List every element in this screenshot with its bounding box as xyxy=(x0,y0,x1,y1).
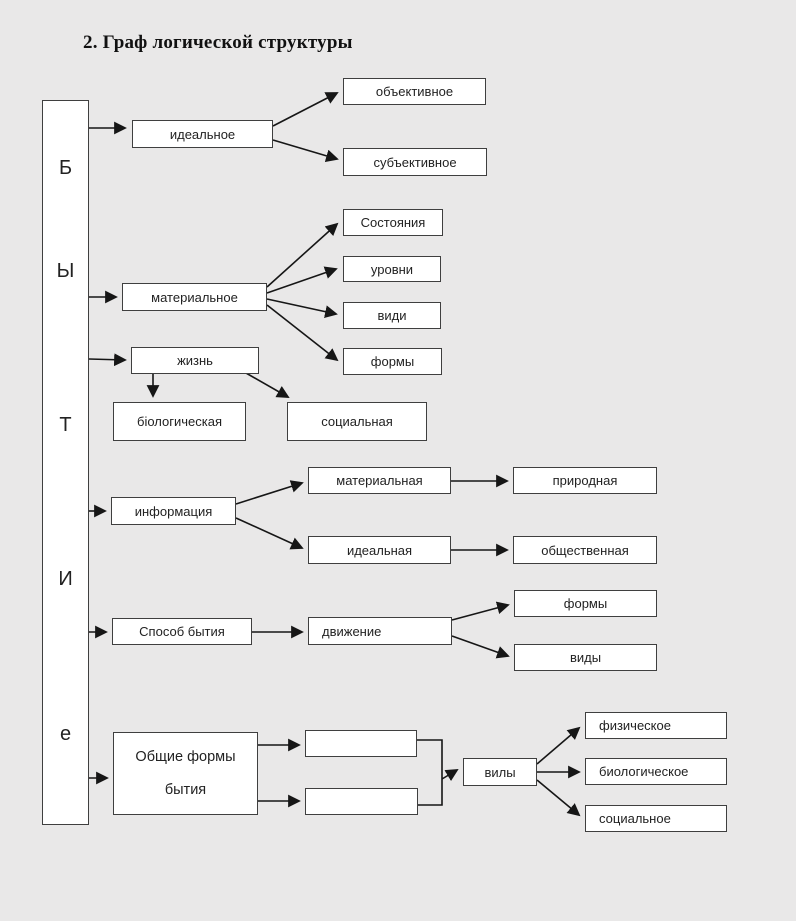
page-title: 2. Граф логической структуры xyxy=(83,32,353,53)
edge-zhizn-sotsialnaya xyxy=(245,372,290,398)
root-letter: Т xyxy=(59,414,72,436)
node-sotsialnaya: социальная xyxy=(287,402,427,441)
node-sotsialnoe: социальное xyxy=(585,805,727,832)
connector-prostranstvo-vremya xyxy=(417,739,443,806)
node-urovni: уровни xyxy=(343,256,441,282)
node-prirodnaya: природная xyxy=(513,467,657,494)
node-obshchestvennaya: общественная xyxy=(513,536,657,564)
edge-materialnoe-sostoyaniya xyxy=(266,222,339,288)
node-vidy-dvizheniya: виды xyxy=(514,644,657,671)
node-biologicheskaya: біологическая xyxy=(113,402,246,441)
node-vremya xyxy=(305,788,418,815)
node-idealnaya: идеальная xyxy=(308,536,451,564)
node-idealnoe: идеальное xyxy=(132,120,273,148)
root-letter: Б xyxy=(58,157,73,179)
edge-informatsiya-idealnaya xyxy=(235,517,304,550)
edge-dvizhenie-vidy xyxy=(451,635,510,659)
edge-vily-fizicheskoe xyxy=(536,726,581,765)
node-materialnaya: материальная xyxy=(308,467,451,494)
node-informatsiya: информация xyxy=(111,497,236,525)
edge-connector-vily xyxy=(441,769,459,782)
node-formy-materialnogo: формы xyxy=(343,348,442,375)
edge-materialnoe-formy xyxy=(266,304,339,362)
edge-materialnoe-urovni xyxy=(266,266,338,294)
node-vidi: види xyxy=(343,302,441,329)
node-sposob-bytiya: Способ бытия xyxy=(112,618,252,645)
node-subektivnoe: субъективное xyxy=(343,148,487,176)
node-formy-dvizheniya: формы xyxy=(514,590,657,617)
root-node-bytie: Б Ы Т И е xyxy=(42,100,89,825)
root-letter: Ы xyxy=(56,260,75,282)
node-materialnoe: материальное xyxy=(122,283,267,311)
edge-informatsiya-materialnaya xyxy=(235,480,304,505)
node-obektivnoe: объективное xyxy=(343,78,486,105)
node-dvizhenie: движение xyxy=(308,617,452,645)
node-obshchie-formy-line2: бытия xyxy=(164,781,207,798)
node-sostoyaniya: Состояния xyxy=(343,209,443,236)
edge-idealnoe-obektivnoe xyxy=(272,92,339,127)
node-obshchie-formy-line1: Общие формы xyxy=(135,749,236,766)
node-zhizn: жизнь xyxy=(131,347,259,374)
node-fizicheskoe: физическое xyxy=(585,712,727,739)
node-prostranstvo xyxy=(305,730,417,757)
node-obshchie-formy-bytiya: Общие формы бытия xyxy=(113,732,258,815)
edge-root-zhizn xyxy=(88,353,127,367)
root-letter: е xyxy=(59,723,72,745)
node-biologicheskoe: биологическое xyxy=(585,758,727,785)
edge-dvizhenie-formy xyxy=(451,601,510,621)
node-vily: вилы xyxy=(463,758,537,786)
edge-materialnoe-vidi xyxy=(266,298,338,318)
edge-idealnoe-subektivnoe xyxy=(272,139,339,163)
root-letter: И xyxy=(58,568,73,590)
edge-vily-sotsialnoe xyxy=(536,779,581,817)
